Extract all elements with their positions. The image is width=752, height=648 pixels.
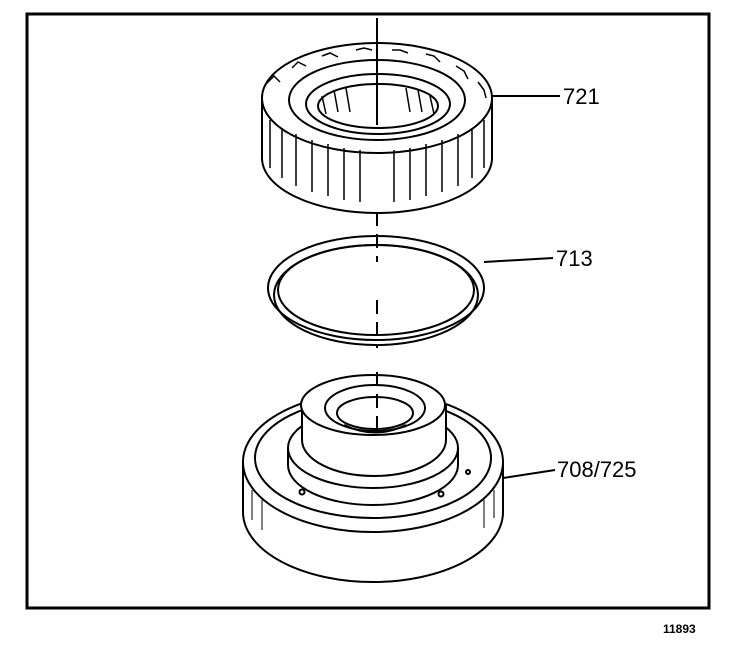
- diagram-border: [25, 12, 711, 610]
- callout-708-725: 708/725: [557, 457, 637, 482]
- leader-line-708-725: [502, 469, 556, 479]
- figure-number: 11893: [663, 622, 696, 636]
- callout-713: 713: [556, 246, 593, 271]
- leader-line-713: [483, 257, 554, 263]
- housing-assembly: [242, 374, 504, 583]
- callout-721: 721: [563, 84, 600, 109]
